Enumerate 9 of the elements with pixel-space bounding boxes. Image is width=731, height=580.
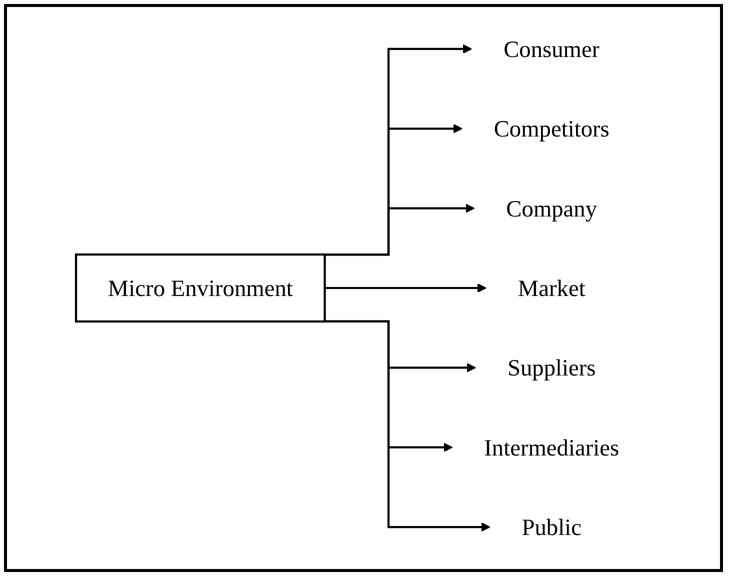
node-text: Company [506, 195, 598, 222]
node-text: Market [518, 274, 586, 302]
node-text: Consumer [504, 36, 600, 62]
node-text: Suppliers [507, 354, 596, 381]
arrow [324, 283, 486, 293]
node-text: Competitors [494, 115, 610, 142]
node-text: Intermediaries [484, 434, 620, 461]
node-box: Micro Environment [74, 253, 326, 323]
node-text: Public [522, 514, 582, 540]
